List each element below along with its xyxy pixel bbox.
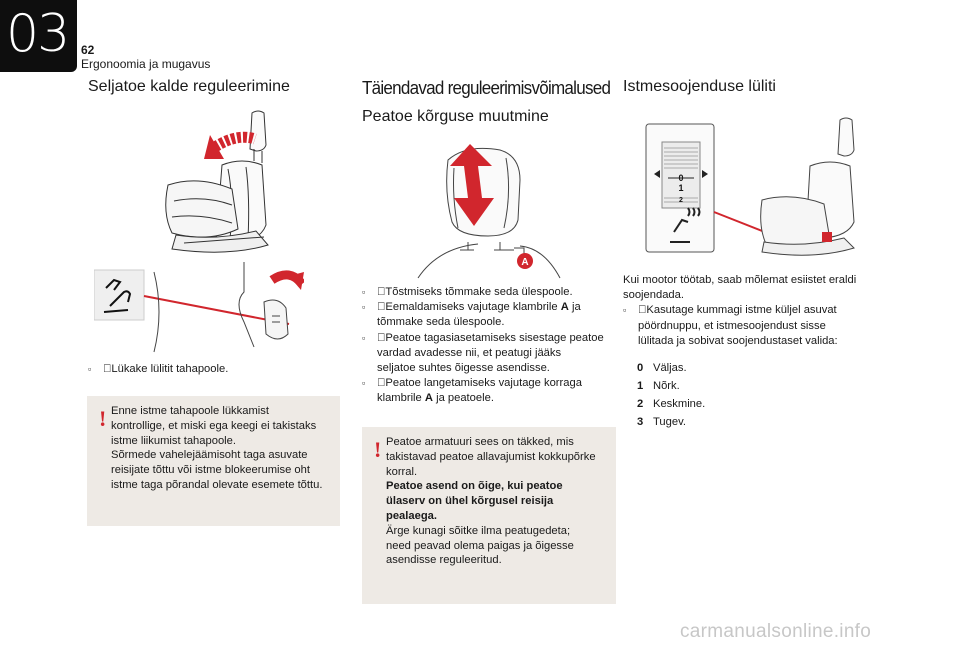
headrest-warning: ! Peatoe armatuuri sees on täkked, mis t… (362, 427, 616, 604)
switch-label-1: 1 (678, 183, 683, 193)
backrest-title: Seljatoe kalde reguleerimine (88, 78, 290, 95)
warning-icon: ! (374, 437, 382, 462)
additional-adjustments-title: Täiendavad reguleerimisvõimalused (362, 77, 611, 98)
bullet-icon: ▫ (362, 287, 366, 297)
headrest-height-title: Peatoe kõrguse muutmine (362, 108, 549, 125)
bullet-icon: ▫ (362, 332, 366, 343)
switch-label-2: 2 (679, 197, 683, 204)
headrest-illustration: A (417, 144, 561, 279)
bullet-icon: ▫ (362, 378, 366, 389)
bullet-icon: ▫ (362, 302, 366, 313)
backrest-lever-illustration (94, 262, 304, 353)
seat-heating-icon (670, 207, 701, 243)
seat-heating-illustration: 0 1 2 (645, 117, 855, 256)
bullet-icon: ▫ (623, 305, 627, 316)
backrest-warning: ! Enne istme tahapoole lükkamist kontrol… (87, 396, 340, 526)
headrest-instructions: ▫Tõstmiseks tõmmake seda ülespoole. ▫Eem… (362, 286, 604, 405)
chapter-number: 03 (6, 4, 70, 64)
watermark: carmanualsonline.info (680, 621, 872, 642)
chapter-tab: 03 (0, 0, 77, 72)
backrest-instruction: ▫Lükake lülitit tahapoole. (88, 362, 228, 377)
bullet-icon: ▫ (88, 364, 92, 374)
warning-icon: ! (99, 406, 107, 431)
section-name: Ergonoomia ja mugavus (81, 57, 211, 71)
seat-heating-intro: Kui mootor töötab, saab mõlemat esiistet… (623, 274, 857, 347)
clip-a-marker: A (521, 257, 528, 268)
page-number: 62 (81, 43, 95, 57)
seat-heating-title: Istmesoojenduse lüliti (623, 78, 776, 95)
seat-recline-illustration (165, 110, 269, 253)
